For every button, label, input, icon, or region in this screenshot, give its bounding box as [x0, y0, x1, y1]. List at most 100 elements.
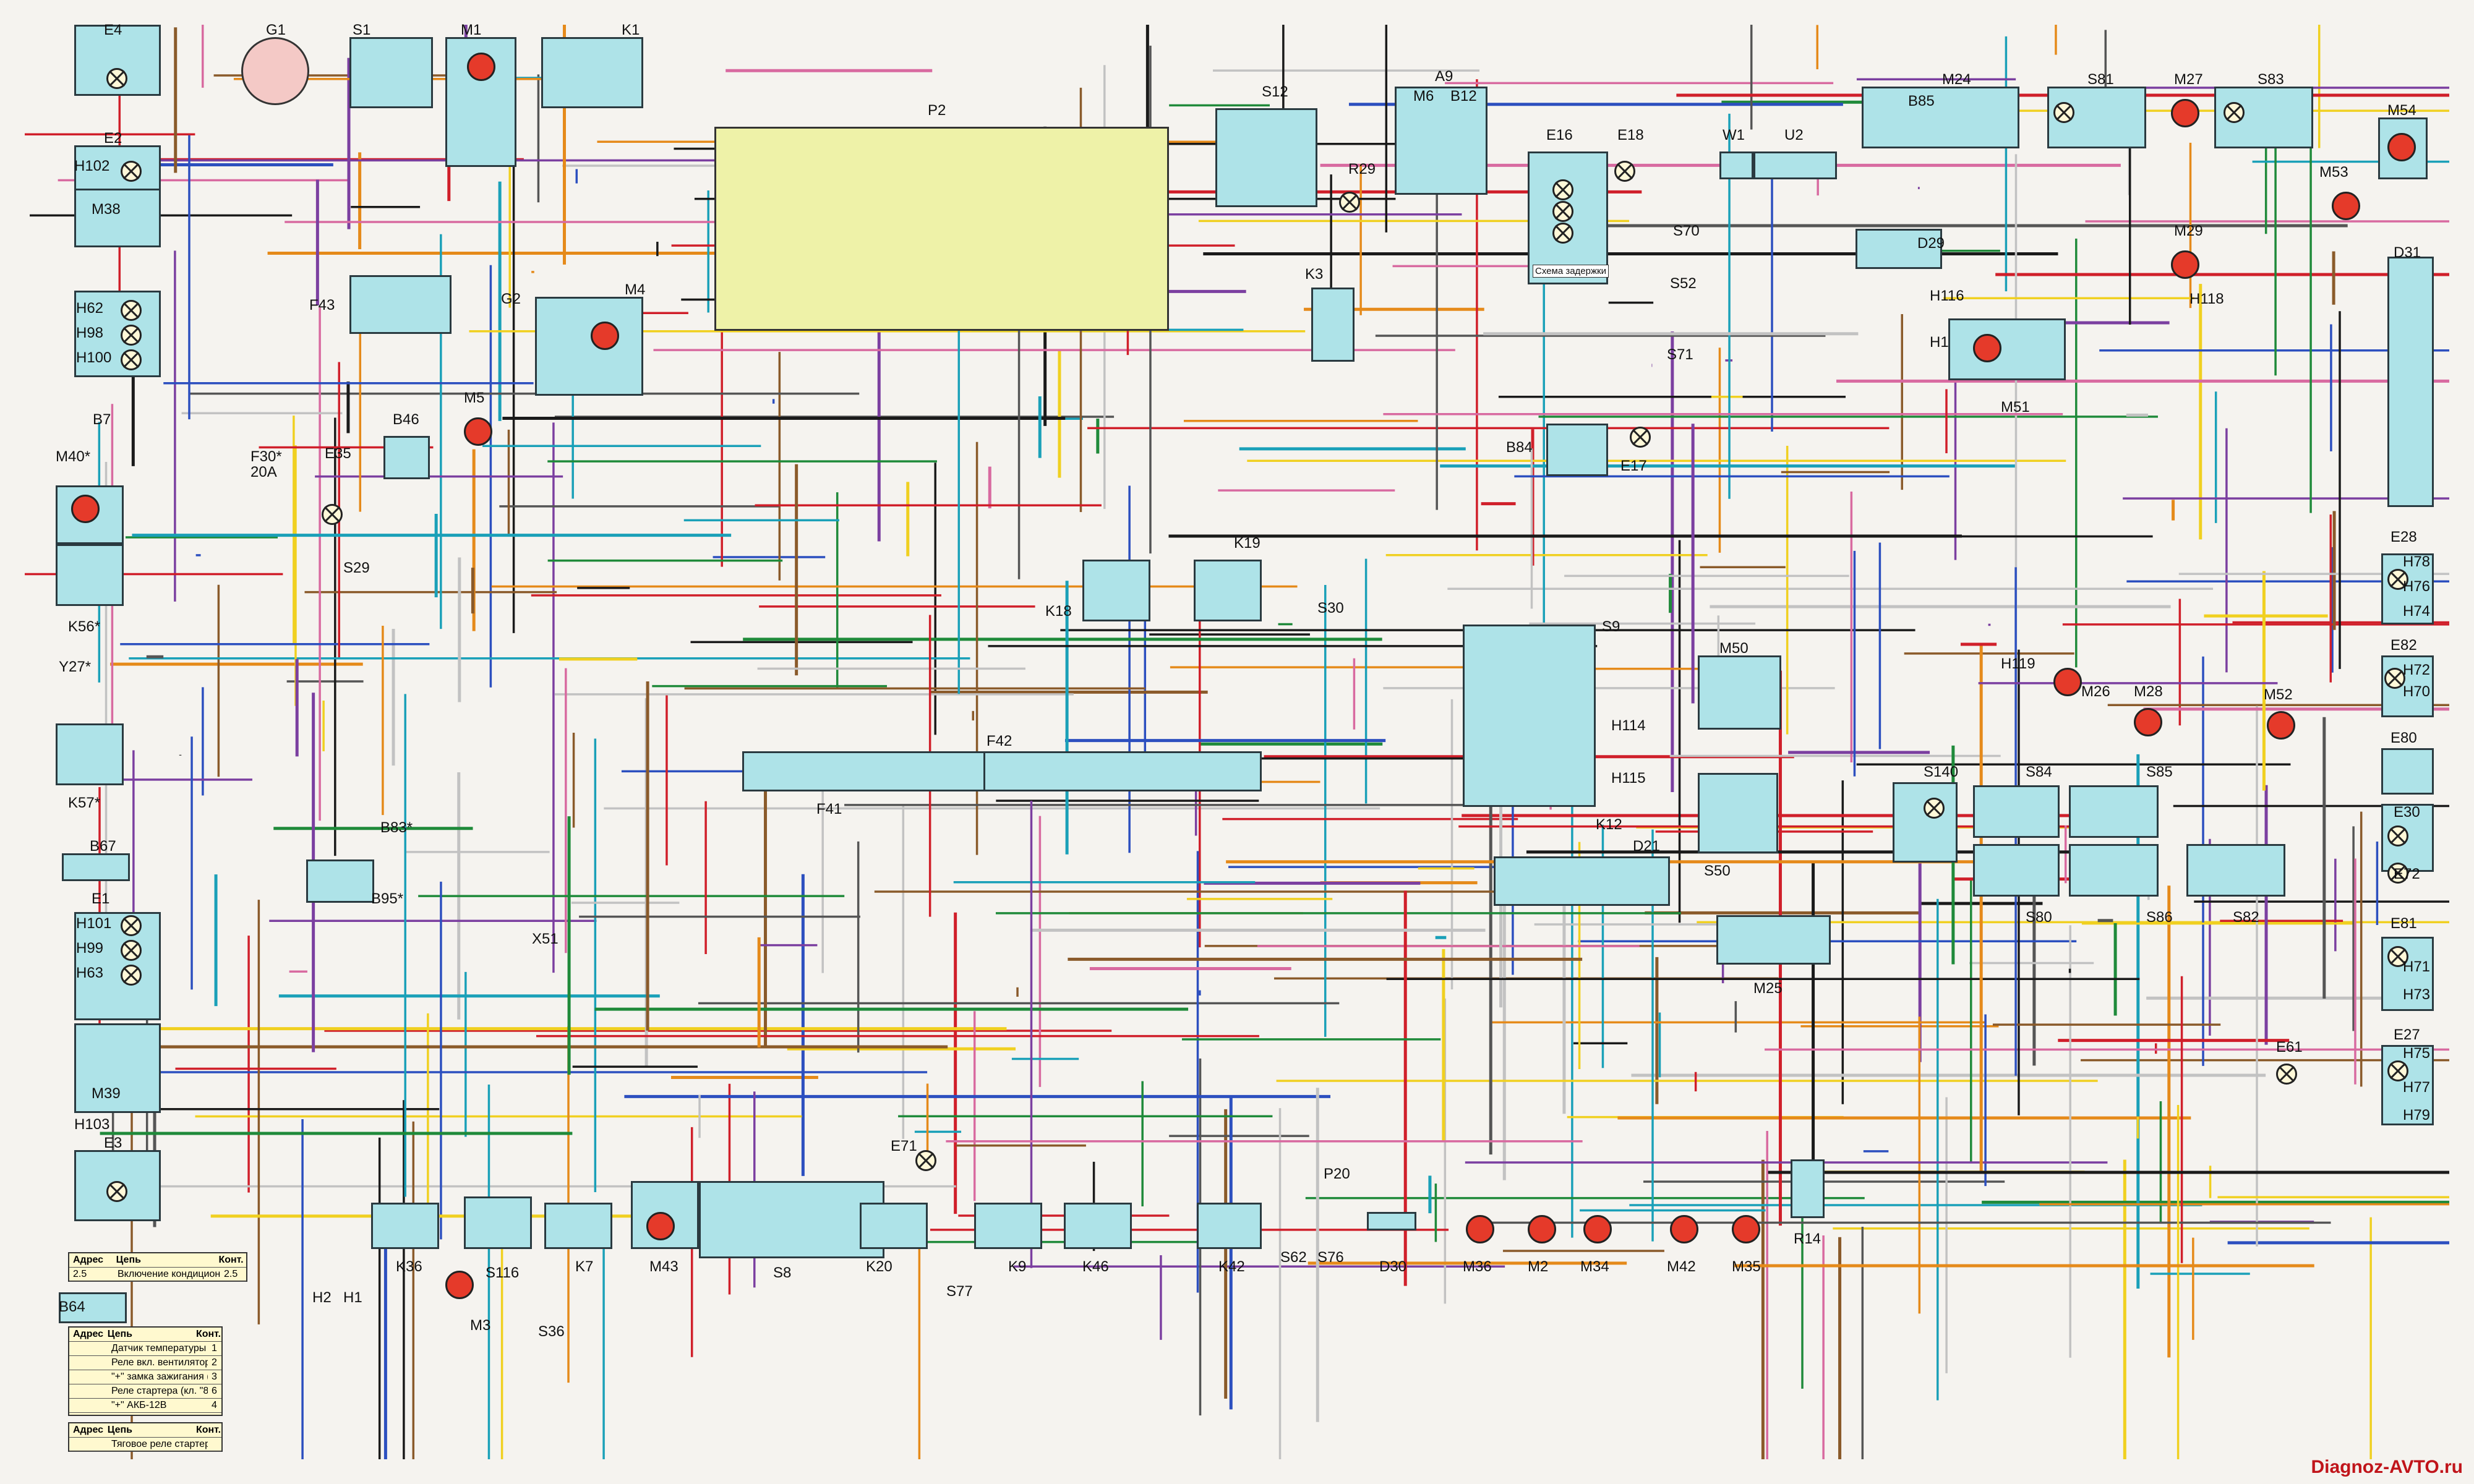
td: 4 — [212, 1400, 217, 1410]
m6-label: M6 — [1413, 88, 1434, 104]
h73-label: H73 — [2403, 986, 2431, 1003]
e27-box — [2381, 1045, 2434, 1125]
s12-label: S12 — [1262, 83, 1288, 100]
b46-label: B46 — [393, 411, 419, 428]
d29-label: D29 — [1917, 235, 1945, 252]
m52-label: M52 — [2264, 686, 2293, 703]
k56-box — [56, 544, 124, 606]
s81-label: S81 — [2087, 71, 2114, 88]
p2-panel — [714, 127, 1169, 331]
f30a-label: 20A — [250, 464, 277, 480]
td: Реле вкл. вентилятора — [111, 1357, 208, 1368]
m42-label: M42 — [1667, 1258, 1696, 1275]
e16-caption: Схема задержки — [1533, 265, 1609, 278]
e16-lamp-icon — [1552, 179, 1573, 200]
e1-lamp-icon — [121, 915, 142, 936]
k7-label: K7 — [575, 1258, 594, 1275]
s86-label: S86 — [2146, 909, 2173, 926]
f43-box — [349, 275, 452, 334]
e17-lamp-icon — [1630, 427, 1651, 448]
b64-label: B64 — [59, 1298, 85, 1315]
a9-label: A9 — [1435, 68, 1453, 85]
e2-label: E2 — [104, 130, 122, 147]
td: 2 — [212, 1357, 217, 1368]
k57-box — [56, 723, 124, 785]
k46-label: K46 — [1082, 1258, 1109, 1275]
e2-lamp-icon — [121, 161, 142, 182]
th: Адрес — [73, 1255, 104, 1265]
h102-label: H102 — [74, 158, 110, 174]
k3-label: K3 — [1305, 266, 1324, 283]
e72-label: E72 — [2394, 866, 2420, 882]
s9-box — [1463, 625, 1596, 807]
m39-box — [74, 1023, 161, 1113]
td: Включение кондиционера — [118, 1269, 220, 1279]
f43-label: F43 — [309, 297, 335, 313]
m2-label: M2 — [1528, 1258, 1549, 1275]
m51-box — [1948, 318, 2066, 380]
g1-generator-icon — [241, 37, 309, 105]
m1-motor-icon — [467, 53, 495, 81]
s62-label: S62 — [1280, 1249, 1307, 1266]
e18-lamp-icon — [1614, 161, 1635, 182]
y27-label: Y27* — [59, 659, 92, 675]
e35-label: E35 — [325, 445, 351, 462]
s116-box — [464, 1196, 532, 1249]
h103-label: H103 — [74, 1116, 110, 1133]
k36-label: K36 — [396, 1258, 422, 1275]
h2-label: H2 — [312, 1289, 332, 1306]
m28-label: M28 — [2134, 683, 2163, 700]
th: Конт. — [195, 1425, 221, 1435]
d21-box — [1494, 856, 1670, 906]
m29-motor-icon — [2171, 250, 2199, 279]
s50-box — [1698, 773, 1778, 853]
h1-label: H1 — [343, 1289, 362, 1306]
u2-box — [1753, 151, 1837, 179]
k46-box — [1064, 1203, 1132, 1249]
m51-label: M51 — [2001, 399, 2030, 416]
td: 3 — [212, 1371, 217, 1382]
m4-label: M4 — [625, 281, 646, 298]
e1-label: E1 — [92, 890, 110, 907]
m36-motor-icon — [1466, 1215, 1494, 1243]
th: Цепь — [107, 1329, 133, 1339]
s84-box — [1973, 785, 2060, 838]
h70-label: H70 — [2403, 683, 2431, 700]
m3-label: M3 — [470, 1317, 491, 1334]
m28-motor-icon — [2134, 708, 2162, 736]
m43-motor-icon — [646, 1212, 675, 1240]
k9-label: K9 — [1008, 1258, 1027, 1275]
s84-label: S84 — [2026, 764, 2052, 780]
b84-label: B84 — [1506, 439, 1533, 456]
x51-label: X51 — [532, 931, 559, 947]
m54-label: M54 — [2387, 102, 2416, 119]
e82-lamp-icon — [2384, 668, 2405, 689]
td: "+" замка зажигания ("30") — [111, 1371, 208, 1382]
td: "+" АКБ-12В — [111, 1400, 167, 1410]
g2-label: G2 — [501, 291, 521, 307]
m4-box — [535, 297, 643, 396]
k19-label: K19 — [1234, 535, 1261, 552]
s30-label: S30 — [1317, 600, 1344, 616]
s1-label: S1 — [353, 22, 371, 38]
m35-label: M35 — [1732, 1258, 1761, 1275]
s76-label: S76 — [1317, 1249, 1344, 1266]
s80-box — [1973, 844, 2060, 897]
h63-label: H63 — [76, 965, 104, 981]
s12-box — [1215, 108, 1317, 207]
a9-box — [1395, 87, 1487, 195]
h118-label: H118 — [2189, 291, 2224, 307]
th: Адрес — [73, 1425, 104, 1435]
k1-label: K1 — [622, 22, 640, 38]
s83-label: S83 — [2258, 71, 2284, 88]
f42-label: F42 — [987, 733, 1012, 749]
h116-label: H116 — [1930, 288, 1964, 304]
e16-lamp-icon — [1552, 201, 1573, 222]
m40-label: M40* — [56, 448, 91, 465]
s85-label: S85 — [2146, 764, 2173, 780]
m34-label: M34 — [1580, 1258, 1609, 1275]
h100-label: H100 — [76, 349, 112, 366]
h63-lamp-icon — [121, 965, 142, 986]
k42-label: K42 — [1218, 1258, 1245, 1275]
m27-motor-icon — [2171, 99, 2199, 127]
